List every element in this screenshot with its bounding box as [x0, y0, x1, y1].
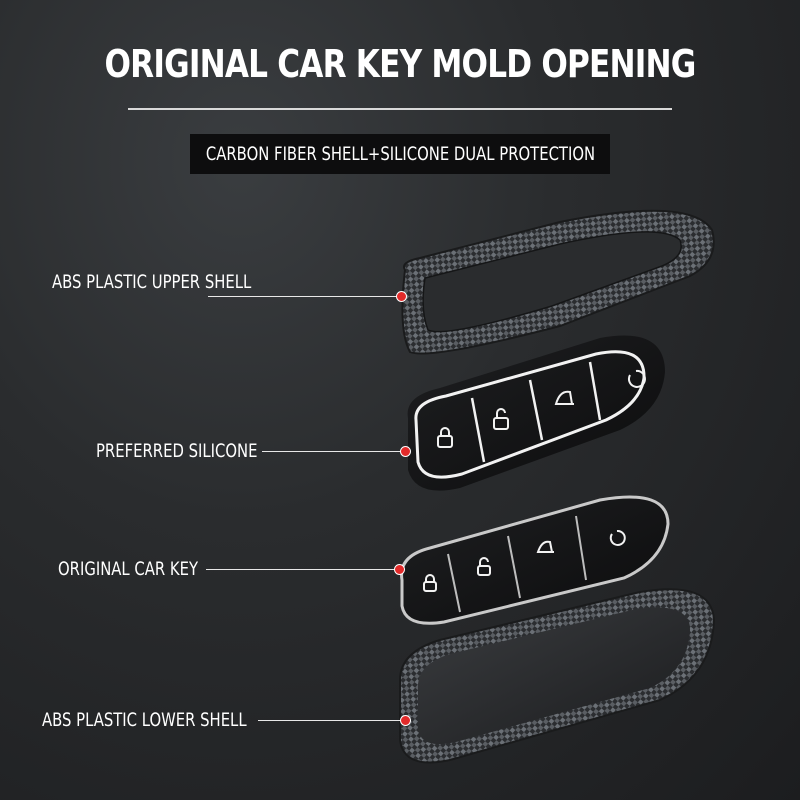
trunk-icon [536, 540, 554, 553]
power-icon [627, 369, 646, 388]
leader-lower-shell [258, 720, 402, 721]
lower-shell [399, 588, 716, 764]
original-key [400, 495, 670, 625]
leader-upper-shell [208, 296, 398, 297]
lock-icon [423, 574, 437, 592]
silicone-cover [407, 335, 665, 491]
lock-icon [437, 427, 453, 448]
power-icon [609, 529, 626, 546]
leader-silicone [262, 451, 402, 452]
trunk-icon [554, 390, 574, 405]
label-silicone: PREFERRED SILICONE [96, 440, 258, 462]
label-original-key: ORIGINAL CAR KEY [58, 558, 199, 580]
marker-lower-shell [400, 715, 411, 726]
label-lower-shell: ABS PLASTIC LOWER SHELL [42, 709, 247, 731]
subtitle-text: CARBON FIBER SHELL+SILICONE DUAL PROTECT… [205, 143, 595, 165]
marker-upper-shell [396, 291, 407, 302]
page-title: ORIGINAL CAR KEY MOLD OPENING [104, 42, 696, 86]
subtitle-banner: CARBON FIBER SHELL+SILICONE DUAL PROTECT… [190, 134, 610, 174]
unlock-icon [477, 557, 491, 576]
title-divider [128, 108, 672, 110]
label-upper-shell: ABS PLASTIC UPPER SHELL [52, 271, 252, 293]
unlock-icon [493, 408, 509, 430]
marker-original-key [394, 564, 405, 575]
upper-shell [401, 209, 715, 355]
marker-silicone [400, 446, 411, 457]
leader-original-key [206, 569, 396, 570]
